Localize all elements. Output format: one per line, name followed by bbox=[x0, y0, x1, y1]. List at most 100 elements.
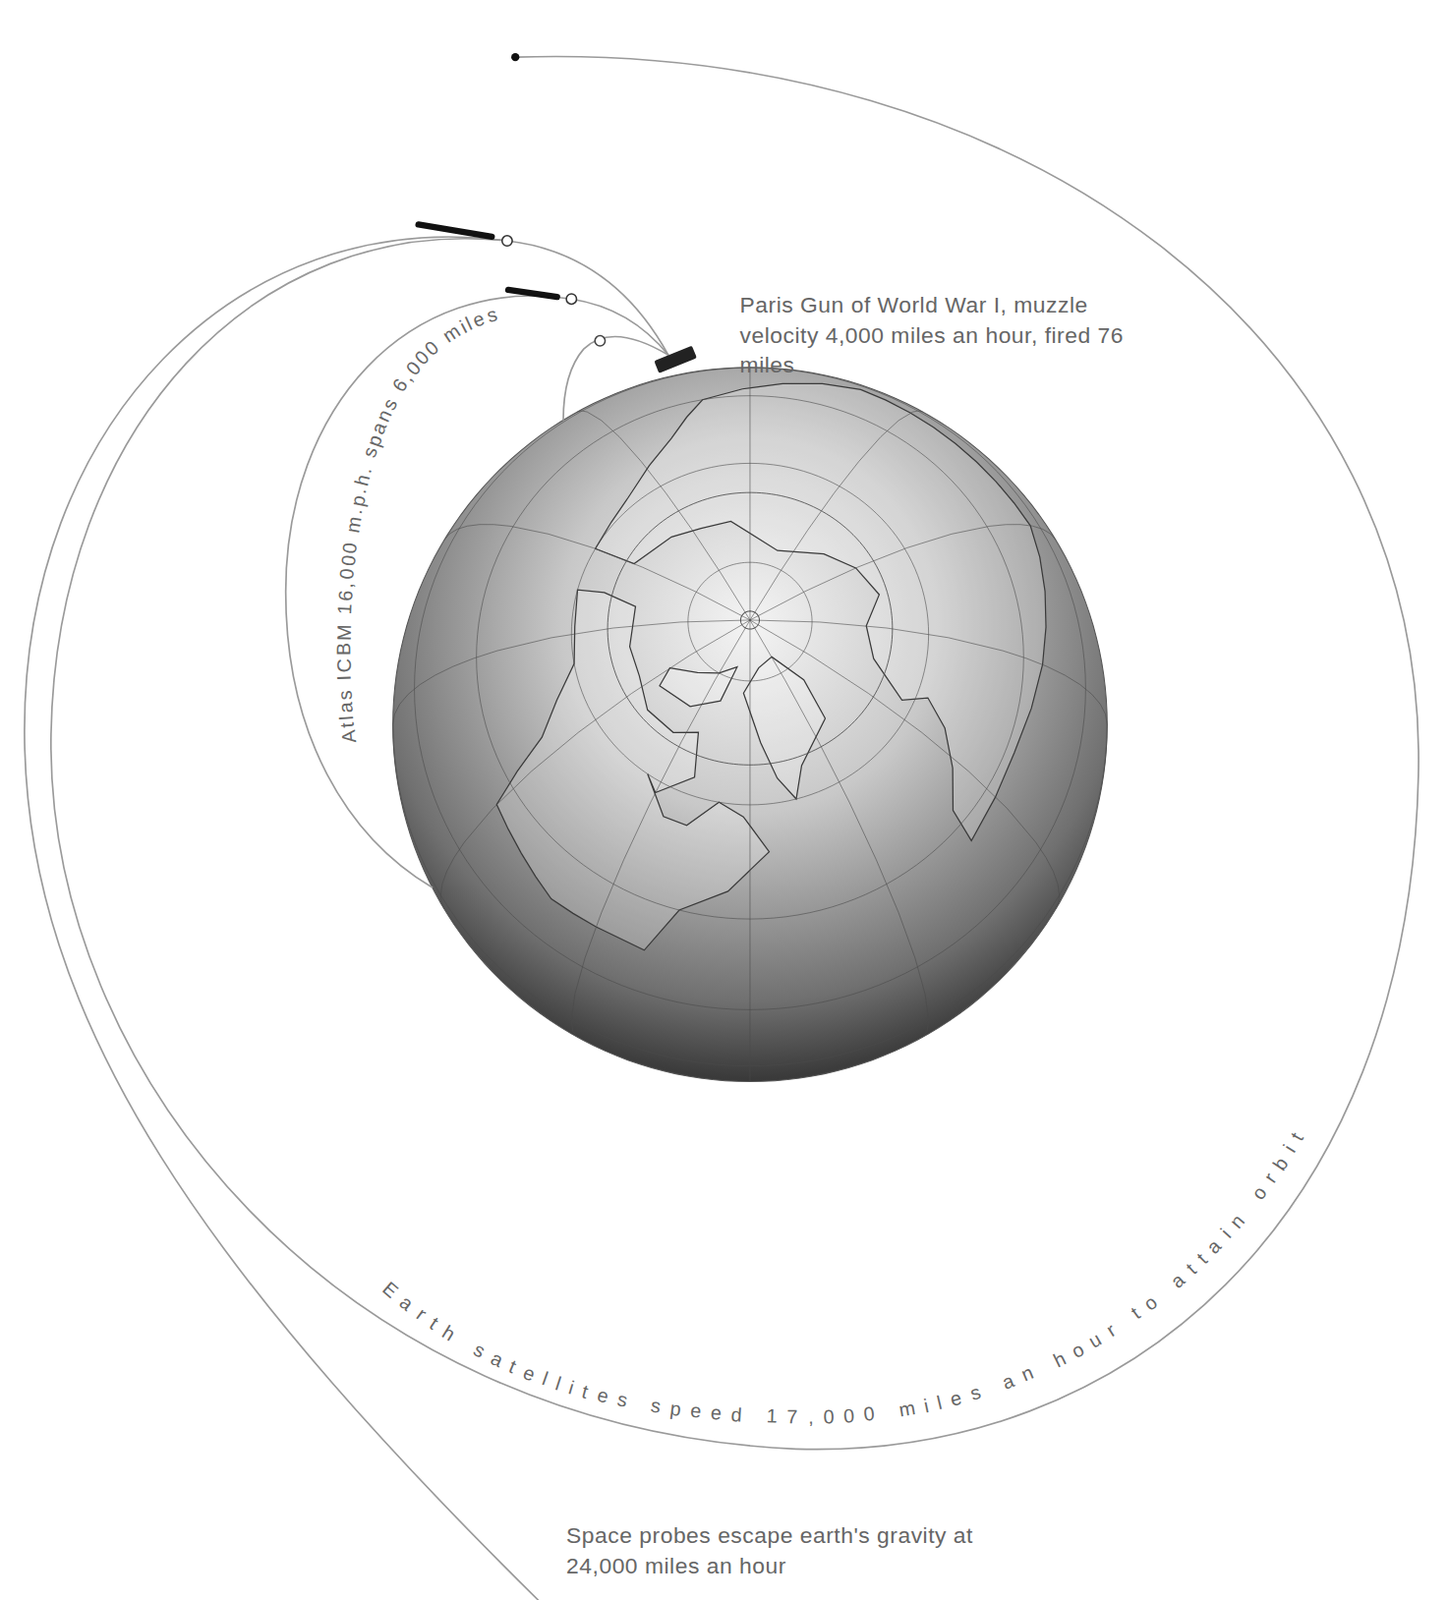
label-glyph: s bbox=[469, 1339, 488, 1362]
escape-trajectory bbox=[24, 236, 572, 1600]
label-glyph bbox=[751, 1405, 757, 1426]
label-glyph: A bbox=[338, 729, 359, 745]
label-glyph: C bbox=[334, 658, 354, 674]
label-glyph bbox=[335, 682, 355, 689]
label-glyph bbox=[334, 616, 354, 623]
label-glyph: m bbox=[342, 515, 364, 534]
label-glyph: i bbox=[1279, 1142, 1299, 1157]
label-glyph: , bbox=[336, 581, 356, 589]
label-glyph: a bbox=[1166, 1270, 1188, 1292]
globe bbox=[393, 367, 1108, 1083]
label-glyph: a bbox=[487, 1347, 506, 1371]
label-glyph: l bbox=[337, 715, 357, 722]
landmass bbox=[595, 383, 1046, 841]
graticule bbox=[393, 367, 1108, 1083]
label-glyph: t bbox=[506, 1356, 520, 1377]
label-glyph bbox=[341, 533, 361, 542]
label-glyph: 0 bbox=[862, 1404, 875, 1426]
shell bbox=[594, 336, 605, 347]
label-glyph: l bbox=[539, 1369, 551, 1390]
label-glyph: a bbox=[396, 1292, 417, 1315]
label-glyph: n bbox=[1226, 1211, 1249, 1232]
escape-label: Space probes escape earth's gravity at 2… bbox=[566, 1520, 1016, 1582]
label-glyph: o bbox=[1248, 1183, 1271, 1205]
orbit-trajectory bbox=[51, 56, 1419, 1449]
projectile-nose bbox=[502, 235, 513, 246]
label-glyph: s bbox=[483, 304, 499, 327]
label-glyph: u bbox=[1085, 1329, 1104, 1352]
label-glyph: s bbox=[615, 1390, 630, 1411]
label-glyph: t bbox=[1193, 1250, 1212, 1269]
label-glyph: e bbox=[709, 1403, 723, 1425]
label-glyph: e bbox=[689, 1400, 702, 1422]
label-glyph: 0 bbox=[340, 541, 361, 555]
label-glyph bbox=[457, 1332, 472, 1352]
projectile bbox=[508, 289, 558, 297]
paris-gun-trajectory bbox=[563, 336, 669, 420]
label-glyph bbox=[1115, 1312, 1132, 1332]
label-glyph: h bbox=[351, 472, 374, 488]
label-glyph: e bbox=[520, 1362, 537, 1385]
landmass bbox=[659, 667, 738, 707]
landmass bbox=[496, 589, 769, 951]
label-glyph bbox=[1239, 1199, 1259, 1217]
label-glyph bbox=[1156, 1282, 1173, 1302]
label-glyph: 0 bbox=[842, 1405, 855, 1426]
label-glyph: s bbox=[649, 1395, 663, 1417]
label-glyph: I bbox=[334, 674, 354, 681]
label-glyph: o bbox=[1140, 1292, 1161, 1315]
label-glyph: i bbox=[922, 1395, 930, 1416]
label-glyph: 1 bbox=[766, 1406, 779, 1427]
satellite-dot bbox=[511, 53, 520, 61]
icbm-trajectory bbox=[286, 295, 669, 888]
label-glyph: s bbox=[967, 1382, 983, 1404]
label-glyph: a bbox=[999, 1370, 1017, 1392]
label-glyph: 1 bbox=[335, 602, 355, 615]
label-glyph: . bbox=[346, 507, 366, 517]
label-glyph: t bbox=[579, 1382, 590, 1402]
projectile bbox=[418, 224, 493, 236]
label-glyph: t bbox=[1128, 1304, 1145, 1324]
label-glyph: s bbox=[335, 690, 355, 701]
label-glyph: M bbox=[334, 624, 354, 641]
label-glyph: t bbox=[426, 1314, 443, 1333]
label-glyph: 7 bbox=[787, 1406, 799, 1427]
label-glyph: h bbox=[439, 1322, 460, 1345]
label-glyph: r bbox=[412, 1304, 430, 1325]
label-glyph: o bbox=[1067, 1338, 1087, 1362]
label-glyph: t bbox=[1182, 1260, 1200, 1278]
label-glyph: n bbox=[1018, 1363, 1037, 1386]
label-glyph: m bbox=[896, 1398, 917, 1421]
label-glyph: p bbox=[347, 493, 369, 509]
pole bbox=[740, 611, 759, 630]
label-glyph: 6 bbox=[335, 589, 355, 602]
projectile-nose bbox=[566, 293, 577, 304]
label-glyph: a bbox=[1203, 1235, 1225, 1258]
label-glyph: l bbox=[934, 1392, 944, 1413]
label-glyph: r bbox=[1260, 1170, 1280, 1188]
label-glyph bbox=[1037, 1357, 1050, 1378]
label-glyph bbox=[635, 1393, 644, 1414]
label-glyph: p bbox=[669, 1398, 683, 1420]
label-glyph: i bbox=[567, 1378, 578, 1398]
gun bbox=[653, 346, 697, 374]
label-glyph: a bbox=[336, 701, 356, 714]
label-glyph bbox=[882, 1402, 891, 1423]
arctic-circle bbox=[607, 492, 893, 765]
label-glyph: t bbox=[337, 721, 357, 729]
label-glyph: t bbox=[1286, 1129, 1307, 1145]
label-glyph: E bbox=[379, 1278, 403, 1303]
label-glyph: h bbox=[1049, 1348, 1069, 1372]
label-glyph: , bbox=[808, 1407, 814, 1428]
label-glyph: l bbox=[553, 1374, 564, 1394]
label-glyph: r bbox=[1102, 1321, 1119, 1341]
label-glyph: i bbox=[1216, 1225, 1235, 1243]
label-glyph: 0 bbox=[337, 568, 358, 581]
globe-sphere bbox=[393, 367, 1108, 1083]
label-glyph: e bbox=[594, 1385, 610, 1407]
label-glyph: B bbox=[334, 642, 354, 656]
label-glyph bbox=[985, 1378, 998, 1398]
label-glyph: 0 bbox=[338, 554, 359, 568]
